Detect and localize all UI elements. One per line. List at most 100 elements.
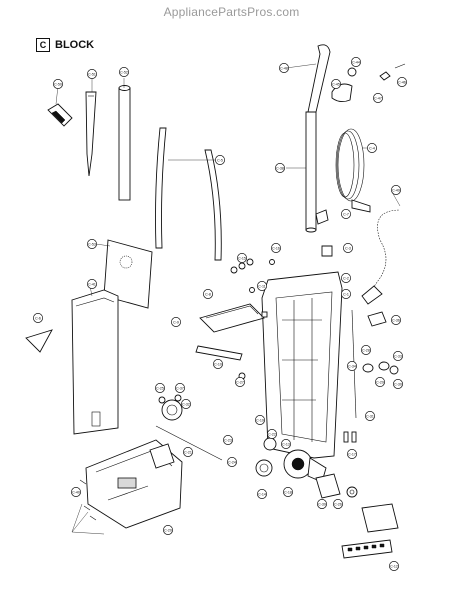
gear-parts xyxy=(346,486,358,498)
svg-text:C-7: C-7 xyxy=(343,212,349,216)
svg-text:C-53: C-53 xyxy=(88,242,96,246)
svg-text:C-8: C-8 xyxy=(205,292,211,296)
callout-c-28: C-28 xyxy=(361,345,371,355)
callout-c-26: C-26 xyxy=(333,499,343,509)
callout-c-13: C-13 xyxy=(281,439,291,449)
callout-c-52: C-52 xyxy=(119,67,129,77)
filter-pad-part xyxy=(361,503,399,533)
svg-text:C-18: C-18 xyxy=(284,490,292,494)
callout-c-51: C-51 xyxy=(87,69,97,79)
brush-roll-part xyxy=(155,399,223,461)
callout-c-4: C-4 xyxy=(367,143,377,153)
svg-text:C-16: C-16 xyxy=(272,246,280,250)
callout-c-8: C-8 xyxy=(203,289,213,299)
callout-c-29: C-29 xyxy=(375,377,385,387)
small-bracket-parts xyxy=(315,209,333,257)
pulley-parts xyxy=(158,394,182,404)
svg-text:C-49: C-49 xyxy=(392,188,400,192)
svg-text:C-11: C-11 xyxy=(258,284,266,288)
svg-text:C-10: C-10 xyxy=(214,362,222,366)
callout-c-38: C-38 xyxy=(275,163,285,173)
svg-text:C-2: C-2 xyxy=(343,276,349,280)
bag-cover-part xyxy=(71,289,119,435)
svg-text:C-15: C-15 xyxy=(238,256,246,260)
svg-text:C-5: C-5 xyxy=(217,158,223,162)
svg-text:C-23: C-23 xyxy=(224,438,232,442)
svg-text:C-20: C-20 xyxy=(164,528,172,532)
callout-c-44: C-44 xyxy=(351,57,361,67)
svg-text:C-38: C-38 xyxy=(276,166,284,170)
callout-c-32: C-32 xyxy=(181,399,191,409)
callout-c-7: C-7 xyxy=(341,209,351,219)
svg-text:C-25: C-25 xyxy=(156,386,164,390)
svg-text:C-48: C-48 xyxy=(280,66,288,70)
main-body-housing xyxy=(261,271,343,459)
callout-c-45: C-45 xyxy=(331,79,341,89)
cord-hook-parts xyxy=(331,63,406,103)
svg-text:C-21: C-21 xyxy=(184,450,192,454)
callout-c-11: C-11 xyxy=(257,281,267,291)
light-lens-part xyxy=(149,443,175,469)
callout-c-16: C-16 xyxy=(271,243,281,253)
watermark-text: AppliancePartsPros.com xyxy=(163,5,300,19)
extension-wand-part xyxy=(118,85,131,201)
dusting-brush-part xyxy=(47,103,73,127)
callout-c-49: C-49 xyxy=(391,185,401,195)
callout-c-30: C-30 xyxy=(393,379,403,389)
callout-c-19: C-19 xyxy=(255,415,265,425)
svg-text:C-37: C-37 xyxy=(176,386,184,390)
callout-c-50: C-50 xyxy=(53,79,63,89)
callout-c-41: C-41 xyxy=(87,279,97,289)
svg-text:C-50: C-50 xyxy=(54,82,62,86)
callout-c-46: C-46 xyxy=(397,77,407,87)
callout-c-33: C-33 xyxy=(393,351,403,361)
svg-text:C-13: C-13 xyxy=(282,442,290,446)
svg-text:C-44: C-44 xyxy=(352,60,360,64)
block-label: BLOCK xyxy=(55,39,95,51)
callout-c-10: C-10 xyxy=(213,359,223,369)
svg-text:C-27: C-27 xyxy=(236,380,244,384)
hose-tubes-part xyxy=(155,127,222,261)
svg-text:C-40: C-40 xyxy=(72,490,80,494)
callout-c-39: C-39 xyxy=(317,499,327,509)
callout-c-5: C-5 xyxy=(215,155,225,165)
callout-c-47: C-47 xyxy=(373,93,383,103)
callout-c-20: C-20 xyxy=(163,525,173,535)
svg-text:C-29: C-29 xyxy=(376,380,384,384)
svg-text:C-14: C-14 xyxy=(258,492,266,496)
block-letter-box: C xyxy=(36,38,50,52)
base-screws-parts xyxy=(71,479,105,535)
callout-c-22: C-22 xyxy=(267,429,277,439)
svg-text:C-17: C-17 xyxy=(348,452,356,456)
svg-text:C-36: C-36 xyxy=(392,318,400,322)
callout-c-15: C-15 xyxy=(237,253,247,263)
fan-parts xyxy=(255,437,277,477)
svg-text:C-33: C-33 xyxy=(394,354,402,358)
svg-text:C-34: C-34 xyxy=(348,364,356,368)
crevice-tool-part xyxy=(85,91,97,177)
callout-c-18: C-18 xyxy=(283,487,293,497)
svg-text:C-32: C-32 xyxy=(182,402,190,406)
filter-panel-part xyxy=(103,239,153,309)
svg-text:C-39: C-39 xyxy=(318,502,326,506)
callout-c-12: C-12 xyxy=(389,561,399,571)
callout-c-1: C-1 xyxy=(341,289,351,299)
callout-c-17: C-17 xyxy=(347,449,357,459)
svg-text:C-41: C-41 xyxy=(88,282,96,286)
callout-c-37: C-37 xyxy=(175,383,185,393)
svg-text:C-22: C-22 xyxy=(268,432,276,436)
top-cover-plate-part xyxy=(199,303,265,333)
callout-c-48: C-48 xyxy=(279,63,289,73)
svg-text:C-30: C-30 xyxy=(394,382,402,386)
svg-text:C-45: C-45 xyxy=(332,82,340,86)
svg-text:C-24: C-24 xyxy=(228,460,236,464)
svg-text:C-9: C-9 xyxy=(173,320,179,324)
callout-c-36: C-36 xyxy=(391,315,401,325)
svg-text:C-6: C-6 xyxy=(35,316,41,320)
callout-c-31: C-31 xyxy=(365,411,375,421)
power-cord-part xyxy=(335,128,371,213)
bumper-strip-part xyxy=(195,345,243,361)
svg-text:C-31: C-31 xyxy=(366,414,374,418)
callout-c-27: C-27 xyxy=(235,377,245,387)
brand-tag-part xyxy=(25,329,53,353)
